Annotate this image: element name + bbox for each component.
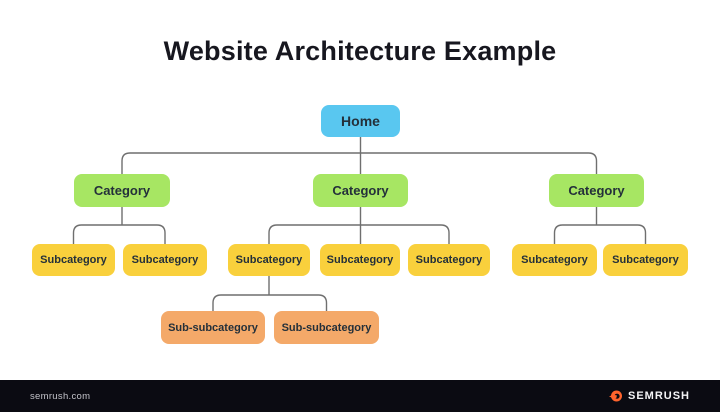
node-subcategory-6: Subcategory xyxy=(512,244,597,276)
node-sub-subcategory-1: Sub-subcategory xyxy=(161,311,265,344)
node-category-3: Category xyxy=(549,174,644,207)
node-subcategory-2: Subcategory xyxy=(123,244,207,276)
node-subcategory-7: Subcategory xyxy=(603,244,688,276)
node-subcategory-4: Subcategory xyxy=(320,244,400,276)
node-sub-subcategory-2: Sub-subcategory xyxy=(274,311,379,344)
node-category-1: Category xyxy=(74,174,170,207)
footer-bar: semrush.com SEMRUSH xyxy=(0,380,720,412)
node-subcategory-1: Subcategory xyxy=(32,244,115,276)
semrush-logo-text: SEMRUSH xyxy=(627,390,690,402)
node-category-2: Category xyxy=(313,174,408,207)
node-subcategory-5: Subcategory xyxy=(408,244,490,276)
semrush-logo: SEMRUSH xyxy=(608,389,690,403)
node-subcategory-3: Subcategory xyxy=(228,244,310,276)
semrush-flame-icon xyxy=(608,390,622,402)
footer-site-url: semrush.com xyxy=(30,390,91,402)
node-home: Home xyxy=(321,105,400,137)
page-title: Website Architecture Example xyxy=(163,36,557,66)
